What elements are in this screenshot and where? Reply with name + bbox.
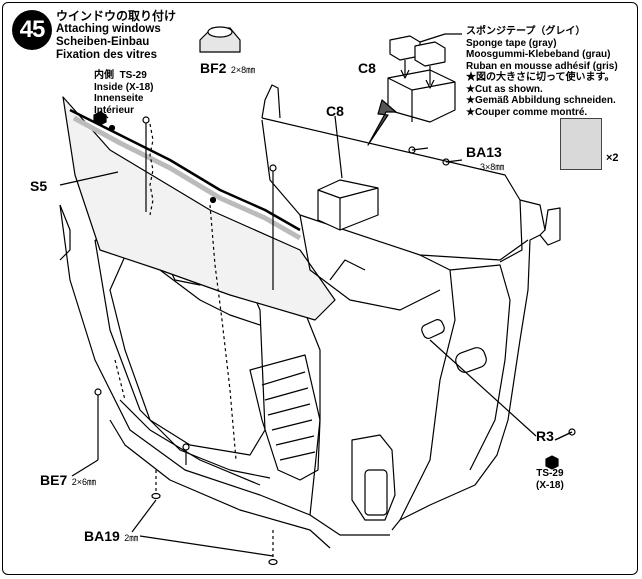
- label-c8-middle: C8: [326, 103, 344, 119]
- view-arrow: [367, 99, 397, 146]
- ba19-size: 2㎜: [124, 533, 139, 543]
- tape-cut-en: ★Cut as shown.: [466, 83, 543, 95]
- mirror: [351, 434, 396, 521]
- title-fr: Fixation des vitres: [56, 49, 157, 61]
- corner-lamp: [249, 354, 321, 481]
- tape-cut-de: ★Gemäß Abbildung schneiden.: [466, 95, 616, 106]
- label-be7: BE7 2×6㎜: [40, 472, 96, 490]
- inside-en: Inside: [94, 81, 123, 93]
- be7-code: BE7: [40, 472, 68, 488]
- be7-size: 2×6㎜: [71, 477, 96, 487]
- cab-front-outline: [59, 204, 390, 536]
- title-de: Scheiben-Einbau: [56, 36, 150, 48]
- part-c8-top: [387, 69, 456, 123]
- title-en: Attaching windows: [56, 23, 161, 35]
- ba13-code: BA13: [466, 144, 502, 160]
- screw-ba13-a: [408, 146, 429, 154]
- inside-jp: 内側: [94, 70, 114, 81]
- label-r3: R3: [536, 428, 554, 444]
- cab-rear-floor-edge: [261, 119, 529, 261]
- step-number: 45: [19, 16, 46, 43]
- r3-paint: TS-29: [536, 468, 564, 479]
- title-jp: ウインドウの取り付け: [56, 9, 177, 23]
- side-lamp-small: [421, 319, 445, 339]
- label-c8-top: C8: [358, 60, 376, 76]
- side-lamp: [455, 347, 487, 373]
- step-number-badge: 45: [12, 10, 52, 50]
- screw-bf2-b: [269, 164, 277, 290]
- inside-note: 内側 TS-29 Inside (X-18) Innenseite Intéri…: [94, 70, 153, 116]
- tape-fr: Ruban en mousse adhésif (gris): [466, 60, 618, 72]
- tape-de: Moosgummi-Klebeband (grau): [466, 49, 611, 60]
- screw-be7-b: [182, 443, 190, 465]
- inside-fr: Intérieur: [94, 104, 135, 116]
- screw-ba13-b: [442, 158, 463, 166]
- inside-de: Innenseite: [94, 93, 144, 104]
- step-title: ウインドウの取り付け Attaching windows Scheiben-Ei…: [56, 10, 176, 62]
- tape-cut-jp: ★図の大きさに切って使います。: [466, 72, 615, 83]
- cab-rear-post: [261, 84, 281, 119]
- tape-jp: スポンジテープ（グレイ）: [466, 26, 586, 37]
- sponge-tape-sample: [560, 118, 602, 170]
- washer-ba19-b: [268, 530, 278, 566]
- cab-side-panel: [399, 254, 456, 521]
- ba13-size: 3×8㎜: [480, 162, 505, 172]
- tape-en: Sponge tape (gray): [466, 37, 557, 49]
- bf2-code: BF2: [200, 60, 227, 76]
- screw-be7-a: [94, 388, 102, 460]
- screw-bf2-a: [142, 116, 150, 212]
- label-s5: S5: [30, 178, 48, 194]
- label-ba13: BA13 3×8㎜: [466, 144, 504, 173]
- r3-paint-sub: (X-18): [536, 479, 564, 491]
- tape-note: スポンジテープ（グレイ） Sponge tape (gray) Moosgumm…: [466, 26, 618, 118]
- ba19-code: BA19: [84, 528, 120, 544]
- inside-paint-sub: (X-18): [125, 81, 154, 93]
- inside-paint: TS-29: [119, 70, 147, 81]
- part-c8-middle: [317, 179, 379, 231]
- bf2-size: 2×8㎜: [230, 65, 256, 75]
- label-ba19: BA19 2㎜: [84, 528, 138, 546]
- cab-right-outline: [261, 117, 546, 531]
- washer-ba19-a: [151, 470, 161, 500]
- windshield-s5: [62, 96, 336, 321]
- tape-cut-fr: ★Couper comme montré.: [466, 106, 588, 118]
- tape-count: ×2: [606, 152, 619, 164]
- r3-paint-note: TS-29 (X-18): [536, 468, 564, 491]
- label-bf2: BF2 2×8㎜: [200, 60, 255, 78]
